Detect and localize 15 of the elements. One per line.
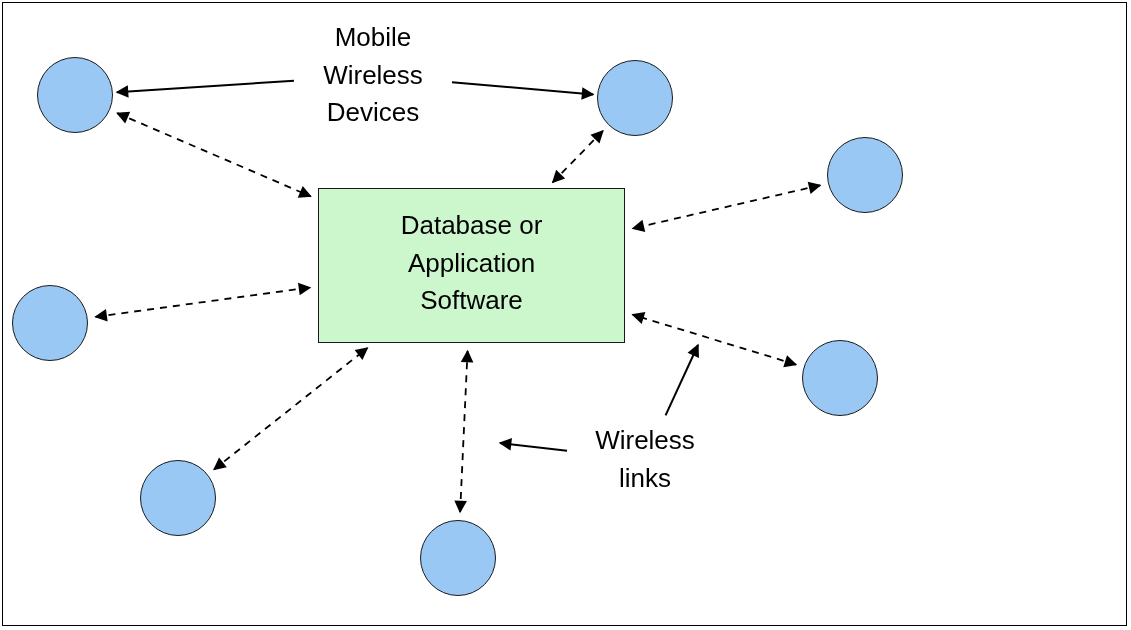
dashed-arrow	[631, 311, 798, 368]
dashed-arrow	[454, 349, 474, 514]
dashed-arrow	[213, 347, 369, 471]
dashed-arrow	[551, 130, 604, 184]
box-label: Database or Application Software	[399, 209, 544, 318]
callout-text: Mobile Wireless Devices	[298, 18, 448, 133]
arrow	[115, 79, 295, 98]
arrow	[451, 81, 595, 100]
process-box	[318, 188, 625, 343]
dashed-arrow	[94, 282, 312, 322]
dashed-arrow	[116, 111, 312, 198]
leader-arrow	[498, 438, 569, 452]
leader-arrow	[664, 343, 699, 417]
callout-text: Wireless links	[571, 419, 719, 501]
dashed-arrow	[631, 181, 822, 232]
